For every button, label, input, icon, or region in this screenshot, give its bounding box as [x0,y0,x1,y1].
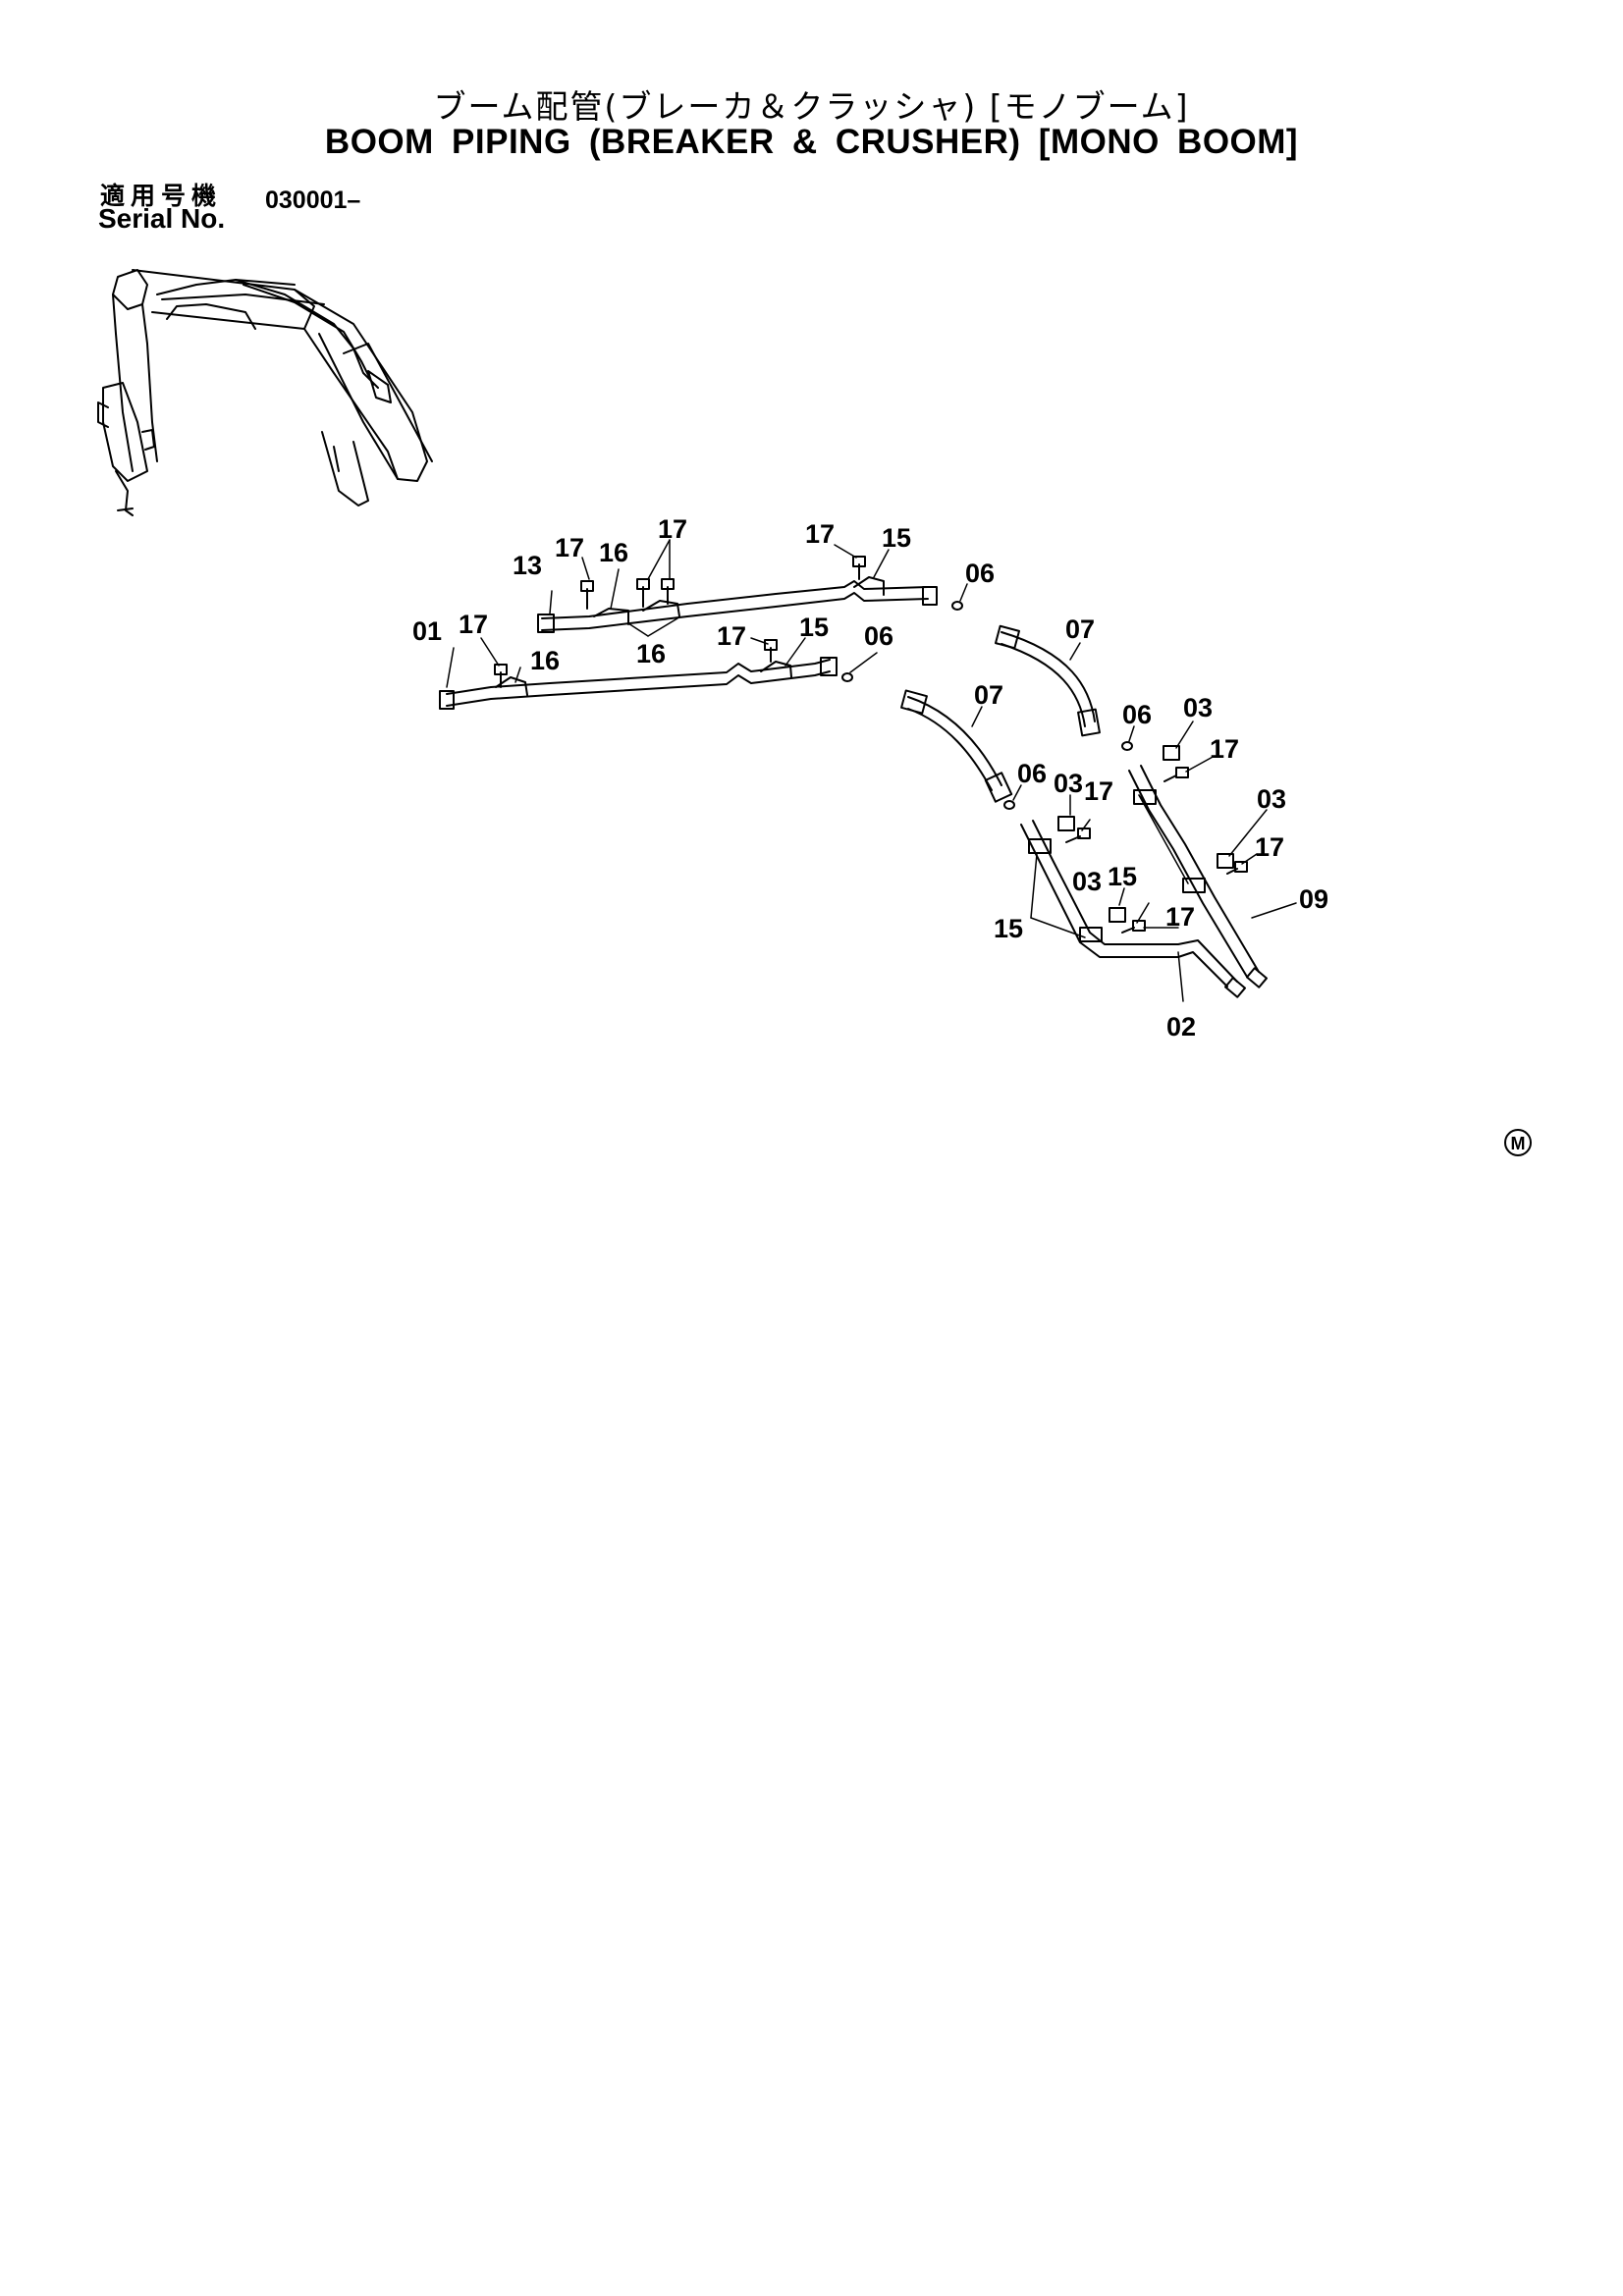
callout-label: 15 [994,914,1023,943]
callout-label: 06 [1017,759,1047,788]
boom-overview-illustration [97,269,433,516]
callout-label: 17 [555,533,584,562]
pipe-09 [1128,765,1268,988]
callout-label: 06 [965,559,995,588]
clamp-15-c [1133,789,1157,805]
adapter-03-a [1057,816,1075,831]
pipe-02 [1020,820,1246,998]
clamp-15-b [1079,927,1103,942]
leader-lines [446,539,1297,1002]
callout-label: 06 [1122,700,1152,729]
callout-label: 16 [599,538,628,567]
callout-label: 17 [1210,734,1239,764]
title-english: BOOM PIPING (BREAKER & CRUSHER) [MONO BO… [324,123,1299,161]
clamp-15-a [1028,838,1052,854]
clamp-15-d [1182,878,1206,893]
callout-label: 06 [864,621,893,651]
callout-label: 17 [658,514,687,544]
adapter-03-c [1109,907,1126,923]
o-ring-06-d [1003,800,1015,810]
serial-label-japanese: 適用号機 [100,182,223,210]
adapter-03-d [1217,853,1234,869]
callout-label: 03 [1054,769,1083,798]
callout-label: 07 [1065,614,1095,644]
adapter-03-b [1163,745,1180,761]
callout-label: 07 [974,680,1003,710]
callout-label: 15 [799,613,829,642]
callout-label: 17 [805,519,835,549]
o-ring-06-b [841,672,853,682]
callout-label: 13 [513,551,542,580]
callout-label: 17 [459,610,488,639]
hose-07-lower [900,689,1013,803]
callout-label: 17 [1255,832,1284,862]
callout-label: 16 [636,639,666,668]
callout-label: 02 [1166,1012,1196,1041]
hose-07-upper [995,624,1101,737]
serial-label-english: Serial No. [98,203,226,234]
callout-label: 01 [412,616,442,646]
callout-label: 03 [1183,693,1213,722]
callout-label: 17 [1084,776,1113,806]
callout-label: 09 [1299,884,1328,914]
circled-m-mark: M [1504,1129,1532,1156]
serial-number-value: 030001– [265,187,361,214]
callout-label: 15 [1108,862,1137,891]
callout-label: 17 [1165,902,1195,932]
callout-label: 03 [1072,867,1102,896]
mark-letter: M [1511,1134,1526,1153]
callout-label: 03 [1257,784,1286,814]
callout-labels: 17 16 17 13 17 15 06 01 17 16 16 17 15 0… [412,514,1328,1041]
o-ring-06-a [951,601,963,611]
pipe-13 [537,576,938,633]
title-japanese: ブーム配管(ブレーカ＆クラッシャ) [モノブーム] [433,87,1190,126]
o-ring-06-c [1121,741,1133,751]
callout-label: 17 [717,621,746,651]
callout-label: 16 [530,646,560,675]
callout-label: 15 [882,523,911,553]
